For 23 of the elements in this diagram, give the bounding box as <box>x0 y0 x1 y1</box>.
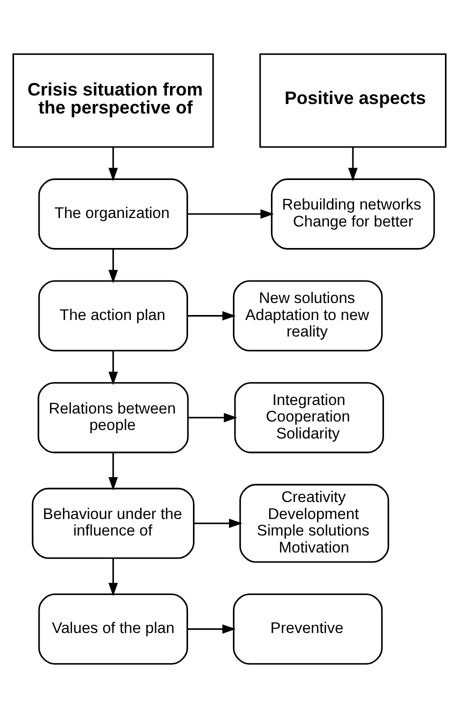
arrow <box>188 412 238 422</box>
node-box: Values of the plan <box>38 592 188 664</box>
node-box: Positive aspects <box>259 52 446 148</box>
arrow <box>187 310 236 320</box>
arrow <box>108 558 118 596</box>
arrow <box>187 624 236 634</box>
arrow <box>108 248 118 283</box>
node-box: Behaviour under the influence of <box>32 487 194 558</box>
node-box: Preventive <box>232 592 383 664</box>
arrow <box>194 518 242 528</box>
node-box: Relations between people <box>38 382 189 453</box>
node-box: New solutions Adaptation to new reality <box>232 280 383 351</box>
node-box: Integration Cooperation Solidarity <box>234 382 384 453</box>
node-box: The organization <box>38 178 188 250</box>
arrow <box>108 452 118 490</box>
arrow <box>348 147 358 181</box>
arrow <box>188 208 274 218</box>
node-box: Rebuilding networks Change for better <box>270 178 435 250</box>
node-box: The action plan <box>38 280 188 351</box>
node-box: Crisis situation from the perspective of <box>12 52 214 148</box>
node-box: Creativity Development Simple solutions Motivation <box>239 483 390 562</box>
arrow <box>108 147 118 181</box>
arrow <box>108 350 118 385</box>
